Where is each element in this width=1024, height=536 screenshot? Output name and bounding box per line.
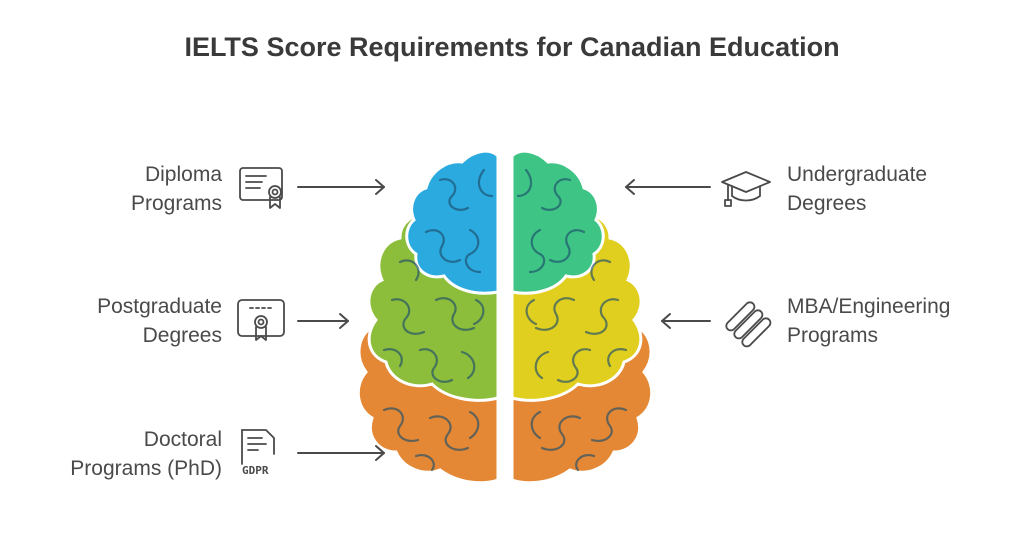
brain-folds — [382, 168, 628, 472]
arrow-undergraduate — [625, 179, 711, 195]
brain-lobe-undergraduate — [510, 149, 605, 295]
diploma-icon — [237, 299, 285, 341]
arrow-postgraduate — [297, 313, 349, 329]
label-undergraduate-degrees: Undergraduate Degrees — [787, 163, 928, 215]
page-title: IELTS Score Requirements for Canadian Ed… — [184, 32, 840, 62]
label-postgraduate-degrees: Postgraduate Degrees — [97, 295, 222, 347]
arrow-diploma — [297, 179, 385, 195]
brain-lobe-diploma — [405, 149, 500, 295]
label-doctoral-programs: Doctoral Programs (PhD) — [70, 428, 222, 480]
gdpr-document-icon — [241, 429, 275, 465]
arrow-mba — [661, 313, 711, 329]
gdpr-label: GDPR — [242, 464, 269, 477]
label-diploma-programs: Diploma Programs — [130, 163, 222, 215]
graduation-cap-icon — [721, 171, 771, 207]
engineering-tools-icon — [725, 301, 772, 348]
certificate-icon — [239, 167, 283, 209]
arrow-doctoral — [297, 445, 385, 461]
label-mba-engineering-programs: MBA/Engineering Programs — [787, 295, 951, 347]
